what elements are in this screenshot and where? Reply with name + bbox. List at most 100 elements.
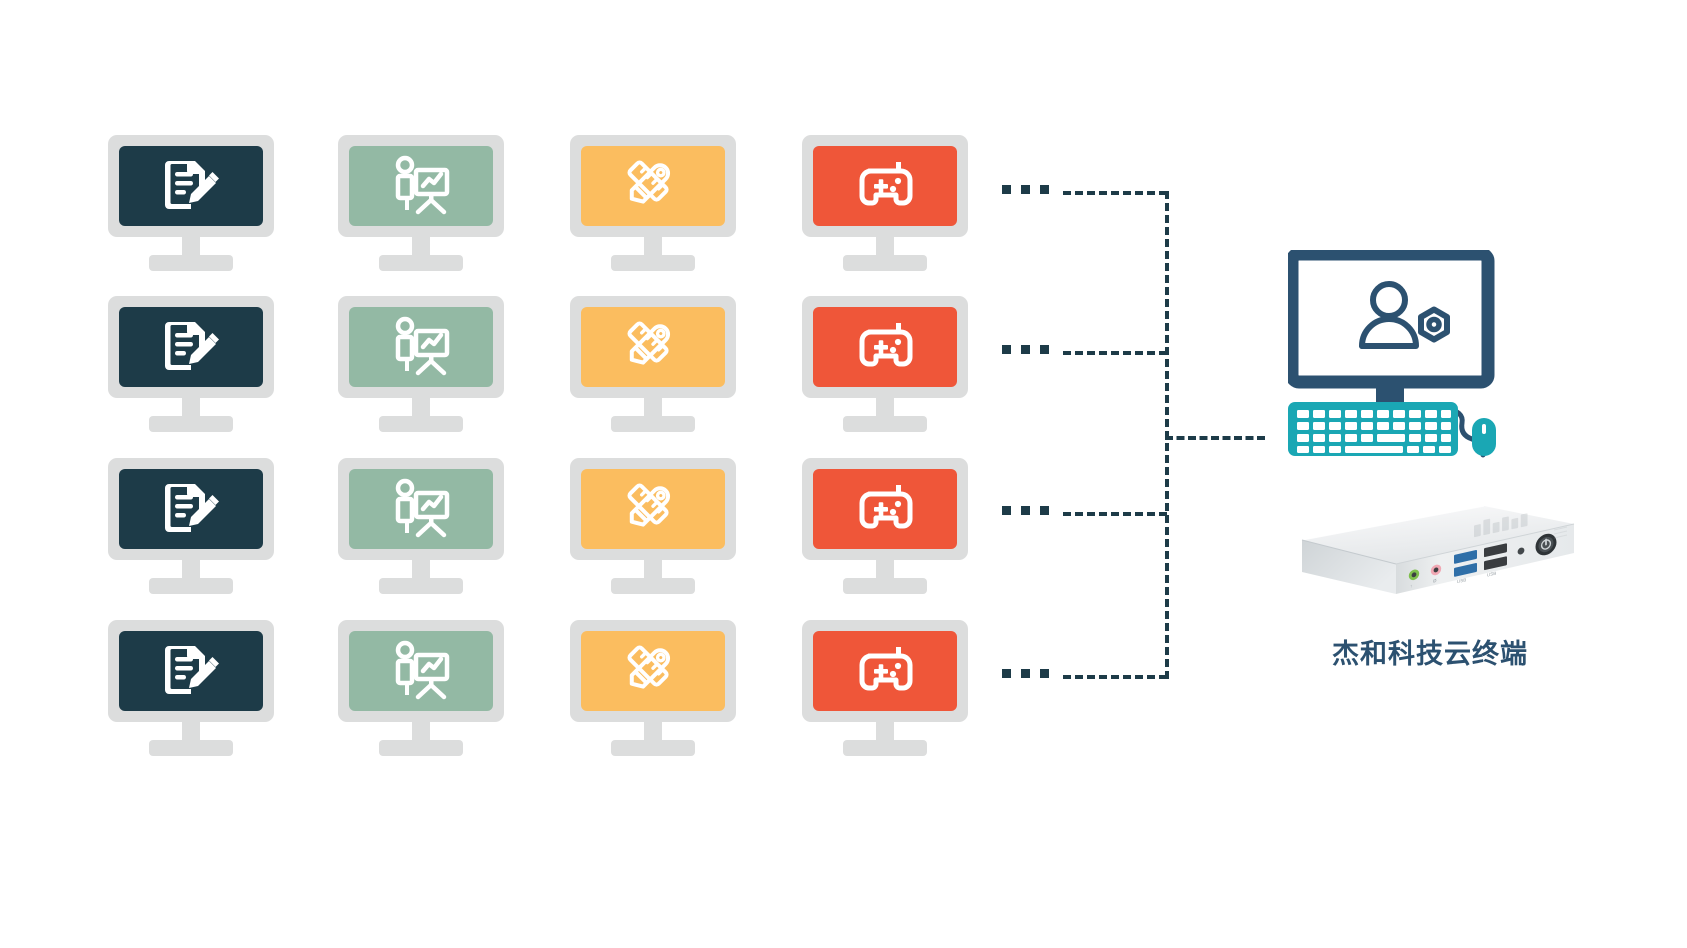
- server-monitor[interactable]: [1285, 247, 1518, 475]
- monitor-screen: [813, 146, 957, 226]
- monitor-foot: [149, 255, 233, 271]
- document-edit-icon: [165, 646, 219, 694]
- ellipsis-dot: [1021, 345, 1030, 354]
- monitor-screen: [119, 146, 263, 226]
- monitor-foot: [843, 740, 927, 756]
- monitor-neck: [876, 560, 894, 582]
- usb-port: [1484, 543, 1507, 558]
- pencil-ruler-icon: [627, 160, 671, 204]
- game-controller-icon: [859, 323, 913, 367]
- client-terminal[interactable]: [570, 296, 736, 432]
- monitor-foot: [843, 578, 927, 594]
- monitor-screen: [119, 631, 263, 711]
- monitor-neck: [182, 722, 200, 744]
- server-keyboard-mouse[interactable]: [1288, 398, 1518, 463]
- monitor-neck: [412, 398, 430, 420]
- client-terminal[interactable]: [802, 135, 968, 271]
- pencil-ruler-icon: [627, 321, 671, 365]
- connector-branch-server: [1165, 436, 1265, 440]
- presentation-chart-icon: [395, 478, 450, 538]
- monitor-foot: [379, 578, 463, 594]
- connector-trunk: [1165, 191, 1169, 679]
- ellipsis-dot: [1040, 506, 1049, 515]
- client-terminal[interactable]: [338, 458, 504, 594]
- connector-branch-row-2: [1063, 351, 1167, 355]
- presentation-chart-icon: [395, 316, 450, 376]
- svg-text:Ø: Ø: [1433, 578, 1437, 584]
- monitor-screen: [813, 631, 957, 711]
- ellipsis-dot: [1040, 345, 1049, 354]
- ellipsis-dot: [1002, 669, 1011, 678]
- client-terminal[interactable]: [802, 620, 968, 756]
- client-terminal[interactable]: [108, 296, 274, 432]
- monitor-neck: [876, 237, 894, 259]
- client-terminal[interactable]: [338, 296, 504, 432]
- monitor-foot: [611, 255, 695, 271]
- svg-text:USB: USB: [1487, 571, 1496, 578]
- cloud-terminal-group[interactable]: ↑ Ø USB USB 杰和科技云终端: [1270, 247, 1610, 710]
- ellipsis-dot: [1040, 669, 1049, 678]
- monitor-screen: [813, 469, 957, 549]
- svg-text:USB: USB: [1457, 577, 1466, 584]
- client-terminal[interactable]: [338, 135, 504, 271]
- client-terminal[interactable]: [338, 620, 504, 756]
- monitor-foot: [843, 255, 927, 271]
- svg-text:↑: ↑: [1410, 583, 1412, 588]
- presentation-chart-icon: [395, 640, 450, 700]
- document-edit-icon: [165, 484, 219, 532]
- monitor-screen: [581, 469, 725, 549]
- monitor-neck: [182, 398, 200, 420]
- game-controller-icon: [859, 162, 913, 206]
- monitor-foot: [379, 740, 463, 756]
- ellipsis-dot: [1002, 506, 1011, 515]
- monitor-neck: [644, 398, 662, 420]
- client-terminal[interactable]: [570, 458, 736, 594]
- presentation-chart-icon: [395, 155, 450, 215]
- client-terminal[interactable]: [108, 458, 274, 594]
- usb-port: [1454, 550, 1477, 564]
- client-terminal[interactable]: [802, 296, 968, 432]
- monitor-neck: [182, 237, 200, 259]
- document-edit-icon: [165, 322, 219, 370]
- monitor-foot: [149, 578, 233, 594]
- usb-port: [1454, 563, 1477, 577]
- client-terminal[interactable]: [802, 458, 968, 594]
- monitor-screen: [581, 146, 725, 226]
- server-monitor-svg: [1285, 247, 1495, 458]
- monitor-foot: [379, 255, 463, 271]
- monitor-screen: [813, 307, 957, 387]
- monitor-neck: [644, 722, 662, 744]
- ellipsis-dot: [1021, 506, 1030, 515]
- monitor-foot: [611, 740, 695, 756]
- ellipsis-dot: [1040, 185, 1049, 194]
- connector-branch-row-3: [1063, 512, 1167, 516]
- monitor-neck: [644, 560, 662, 582]
- connector-branch-row-4: [1063, 675, 1167, 679]
- monitor-neck: [876, 398, 894, 420]
- monitor-neck: [182, 560, 200, 582]
- usb-port: [1484, 556, 1507, 571]
- row-ellipsis: [1002, 669, 1049, 678]
- mini-pc-svg: ↑ Ø USB USB: [1301, 505, 1575, 594]
- pencil-ruler-icon: [627, 483, 671, 527]
- client-terminal[interactable]: [108, 620, 274, 756]
- game-controller-icon: [859, 485, 913, 529]
- monitor-screen: [349, 631, 493, 711]
- monitor-foot: [149, 416, 233, 432]
- client-terminal[interactable]: [108, 135, 274, 271]
- monitor-neck: [412, 722, 430, 744]
- user-gear-icon: [1359, 281, 1450, 349]
- mini-pc-device[interactable]: ↑ Ø USB USB: [1278, 498, 1578, 623]
- keyboard-mouse-svg: [1288, 402, 1496, 456]
- monitor-screen: [119, 469, 263, 549]
- monitor-screen: [119, 307, 263, 387]
- monitor-neck: [876, 722, 894, 744]
- client-terminal[interactable]: [570, 135, 736, 271]
- monitor-foot: [149, 740, 233, 756]
- monitor-foot: [379, 416, 463, 432]
- monitor-screen: [581, 307, 725, 387]
- monitor-screen: [349, 146, 493, 226]
- client-terminal[interactable]: [570, 620, 736, 756]
- connector-branch-row-1: [1063, 191, 1167, 195]
